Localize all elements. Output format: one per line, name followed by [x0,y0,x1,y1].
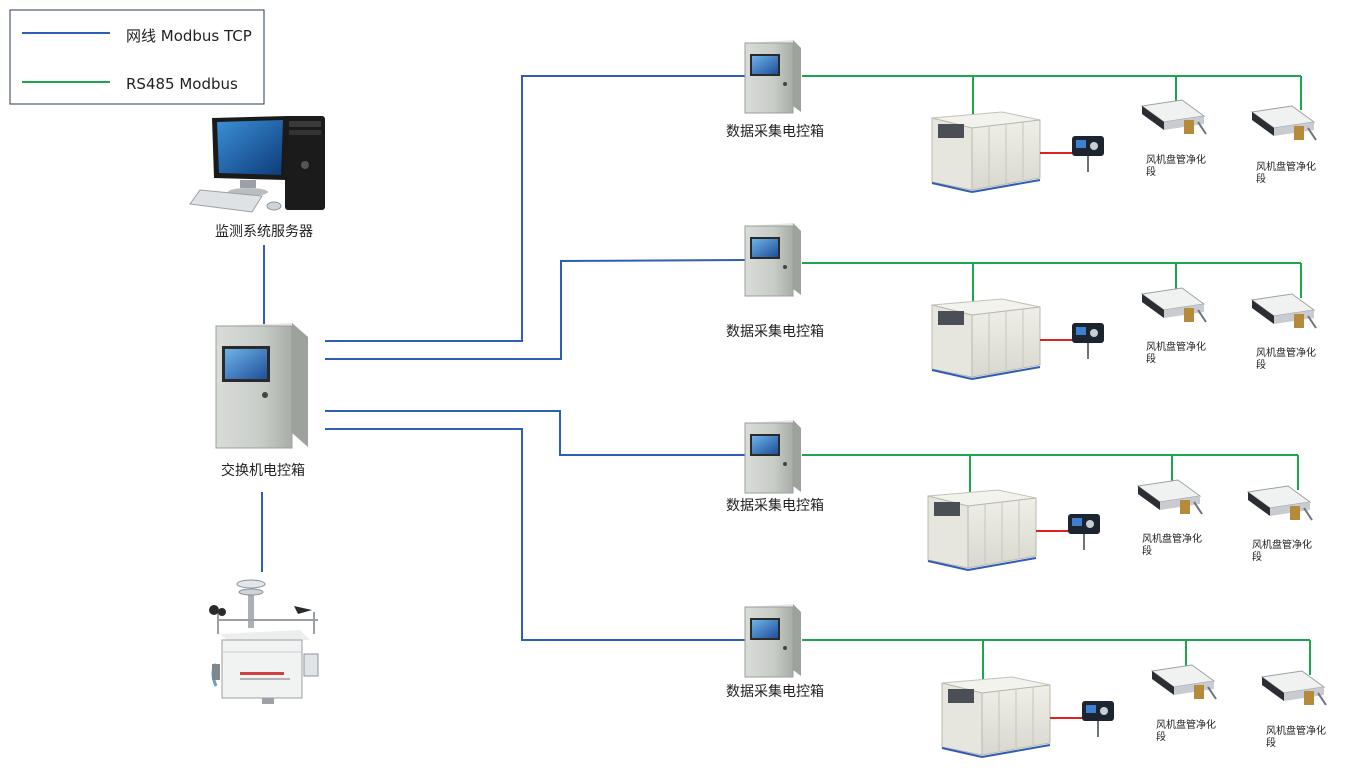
control-cabinet-icon [744,223,801,297]
fan-coil-unit-icon [1250,293,1317,329]
weather-station-icon [209,579,319,704]
fan-coil-unit-icon [1260,670,1327,706]
sensor-probe-icon [1072,323,1104,359]
switch-to-collector-1-link [325,75,745,342]
switch-to-collector-2-link [325,259,746,360]
collector-rows: 数据采集电控箱风机盘管净化段风机盘管净化段数据采集电控箱风机盘管净化段风机盘管净… [726,40,1327,758]
sensor-probe-icon [1068,514,1100,550]
ethernet-links [261,75,746,641]
legend: 网线 Modbus TCP RS485 Modbus [9,9,265,105]
control-cabinet-icon [744,420,801,494]
rs485-bus [802,75,1302,114]
switch-box-node: 交换机电控箱 [215,323,308,479]
fan-coil-label: 风机盘管净化段 [1156,718,1216,743]
fan-coil-unit-icon [1136,479,1203,515]
air-handling-unit-icon [927,489,1037,571]
control-cabinet-icon [215,323,308,449]
fan-coil-label: 风机盘管净化段 [1146,340,1206,365]
rs485-bus [802,454,1299,492]
control-cabinet-icon [744,40,801,114]
fan-coil-unit-icon [1250,105,1317,141]
switch-to-collector-3-link [325,410,745,456]
air-handling-unit-icon [941,676,1051,758]
fan-coil-unit-icon [1246,485,1313,521]
fan-coil-label: 风机盘管净化段 [1266,724,1326,749]
desktop-computer-icon [189,116,325,213]
collector-label: 数据采集电控箱 [726,683,824,700]
fan-coil-unit-icon [1150,664,1217,700]
air-handling-unit-icon [931,111,1041,193]
fan-coil-label: 风机盘管净化段 [1256,160,1316,185]
sensor-probe-icon [1072,136,1104,172]
fan-coil-label: 风机盘管净化段 [1252,538,1312,563]
collector-label: 数据采集电控箱 [726,323,824,340]
fan-coil-unit-icon [1140,99,1207,135]
rs485-bus [802,262,1302,301]
switch-to-collector-4-link [325,428,745,641]
air-handling-unit-icon [931,298,1041,380]
server-label: 监测系统服务器 [215,224,313,240]
fan-coil-label: 风机盘管净化段 [1256,346,1316,371]
rs485-bus [802,639,1311,679]
legend-ethernet-label: 网线 Modbus TCP [126,27,252,45]
switch-box-label: 交换机电控箱 [221,462,305,479]
legend-rs485-label: RS485 Modbus [126,75,238,93]
fan-coil-label: 风机盘管净化段 [1142,532,1202,557]
sensor-probe-icon [1082,701,1114,737]
fan-coil-unit-icon [1140,287,1207,323]
server-node: 监测系统服务器 [189,116,325,240]
control-cabinet-icon [744,604,801,678]
weather-station-node [209,579,319,704]
collector-label: 数据采集电控箱 [726,123,824,140]
fan-coil-label: 风机盘管净化段 [1146,153,1206,178]
collector-label: 数据采集电控箱 [726,497,824,514]
